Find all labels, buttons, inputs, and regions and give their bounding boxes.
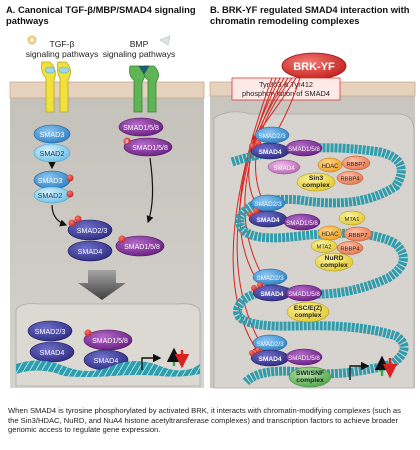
smad3-label-a: SMAD3 [40, 130, 65, 139]
dna-strand-b [230, 143, 409, 386]
c4-smad158: SMAD1/5/8 [288, 355, 320, 362]
nurd-complex-group: SMAD2/3 SMAD4 SMAD1/5/8 MTA1 HDAC RBBP7 … [247, 194, 373, 272]
smad158-phospho-label: SMAD1/5/8 [132, 145, 168, 152]
smad158-nucleus-label: SMAD1/5/8 [92, 338, 128, 345]
phosphate-icon [66, 174, 74, 182]
tgf-beta-receptor [41, 61, 71, 113]
phosphate-icon [123, 137, 131, 145]
phosphate-icon [84, 329, 92, 337]
c1-hdac: HDAC [321, 164, 339, 170]
bmp-ligand-icon [159, 35, 171, 46]
c1-rbbp4: RBBP4 [340, 177, 360, 183]
bmp-receptor [129, 65, 159, 113]
cell-membrane-a [9, 81, 205, 99]
nuclear-translocation-arrow [78, 270, 126, 300]
transcription-start-icon [349, 361, 370, 380]
c1-smad4b: SMAD4 [273, 165, 295, 172]
smad23-nucleus-a [27, 320, 73, 342]
smad158-complex-label: SMAD1/5/8 [124, 244, 160, 251]
smad158-complex-a [115, 235, 165, 257]
c1-smad4: SMAD4 [258, 149, 281, 156]
phosphate-icon [74, 215, 82, 223]
phosphate-icon [66, 190, 74, 198]
c1-smad158: SMAD1/5/8 [288, 146, 320, 153]
arrow-icon [51, 204, 68, 227]
smad23-nucleus-label: SMAD2/3 [35, 327, 66, 336]
smad4-complex-a [67, 240, 113, 262]
c3-smad23: SMAD2/3 [256, 275, 284, 282]
smad23-complex-label: SMAD2/3 [77, 226, 108, 235]
brk-arrows [232, 77, 301, 353]
smad158-receptor-label: SMAD1/5/8 [123, 125, 159, 132]
c2-mta2: MTA2 [316, 245, 331, 251]
c2-smad23: SMAD2/3 [254, 201, 282, 208]
smad2-label-a: SMAD2 [40, 149, 65, 158]
phospho-note-box [231, 77, 341, 101]
smad158-receptor-a [118, 117, 164, 137]
sin3-complex-group: SMAD2/3 SMAD4 SMAD1/5/8 SMAD4 HDAC RBBP7… [249, 126, 371, 192]
figure-caption: When SMAD4 is tyrosine phosphorylated by… [8, 406, 401, 435]
smad23-complex-a [67, 219, 113, 241]
smad4-nucleus-a [29, 341, 75, 363]
panel-b-title: B. BRK-YF regulated SMAD4 interaction wi… [210, 4, 410, 26]
c2-smad4: SMAD4 [256, 217, 279, 224]
c3-complex: ESC/E(Z)complex [294, 305, 322, 319]
c2-mta1: MTA1 [344, 217, 359, 223]
c4-smad4: SMAD4 [258, 356, 281, 363]
smad4-nucleus-label: SMAD4 [40, 348, 65, 357]
phosphate-icon [68, 219, 76, 227]
tgf-ligand-icon [27, 35, 37, 45]
c3-smad158: SMAD1/5/8 [288, 291, 320, 298]
dna-strand-a [16, 360, 200, 377]
c1-smad23: SMAD2/3 [258, 133, 286, 140]
phosphate-icon [118, 235, 126, 243]
smad4-complex-label: SMAD4 [78, 247, 103, 256]
smad4b-nucleus-label: SMAD4 [94, 356, 119, 365]
smad3-pathway-a [33, 124, 71, 144]
arrow-icon [146, 157, 154, 224]
panel-a-title: A. Canonical TGF-β/MBP/SMAD4 signaling p… [6, 4, 196, 26]
c2-hdac: HDAC [321, 232, 339, 238]
c2-rbbp4: RBBP4 [340, 247, 360, 253]
svg-text:P: P [125, 139, 128, 144]
transcription-start-icon [141, 353, 162, 370]
esc-complex-group: SMAD2/3 SMAD4 SMAD1/5/8 ESC/E(Z)complex [251, 268, 330, 323]
smad2-phospho-label: SMAD2 [38, 191, 63, 200]
c3-smad4: SMAD4 [260, 291, 283, 298]
c2-smad158: SMAD1/5/8 [286, 220, 318, 227]
c2-rbbp7: RBBP7 [348, 233, 367, 239]
c1-rbbp7: RBBP7 [346, 162, 365, 168]
smad158-phospho-a [123, 137, 173, 157]
c4-smad23: SMAD2/3 [256, 341, 284, 348]
smad3-phospho-label: SMAD3 [38, 176, 63, 185]
brk-yf-label: BRK-YF [293, 61, 335, 73]
